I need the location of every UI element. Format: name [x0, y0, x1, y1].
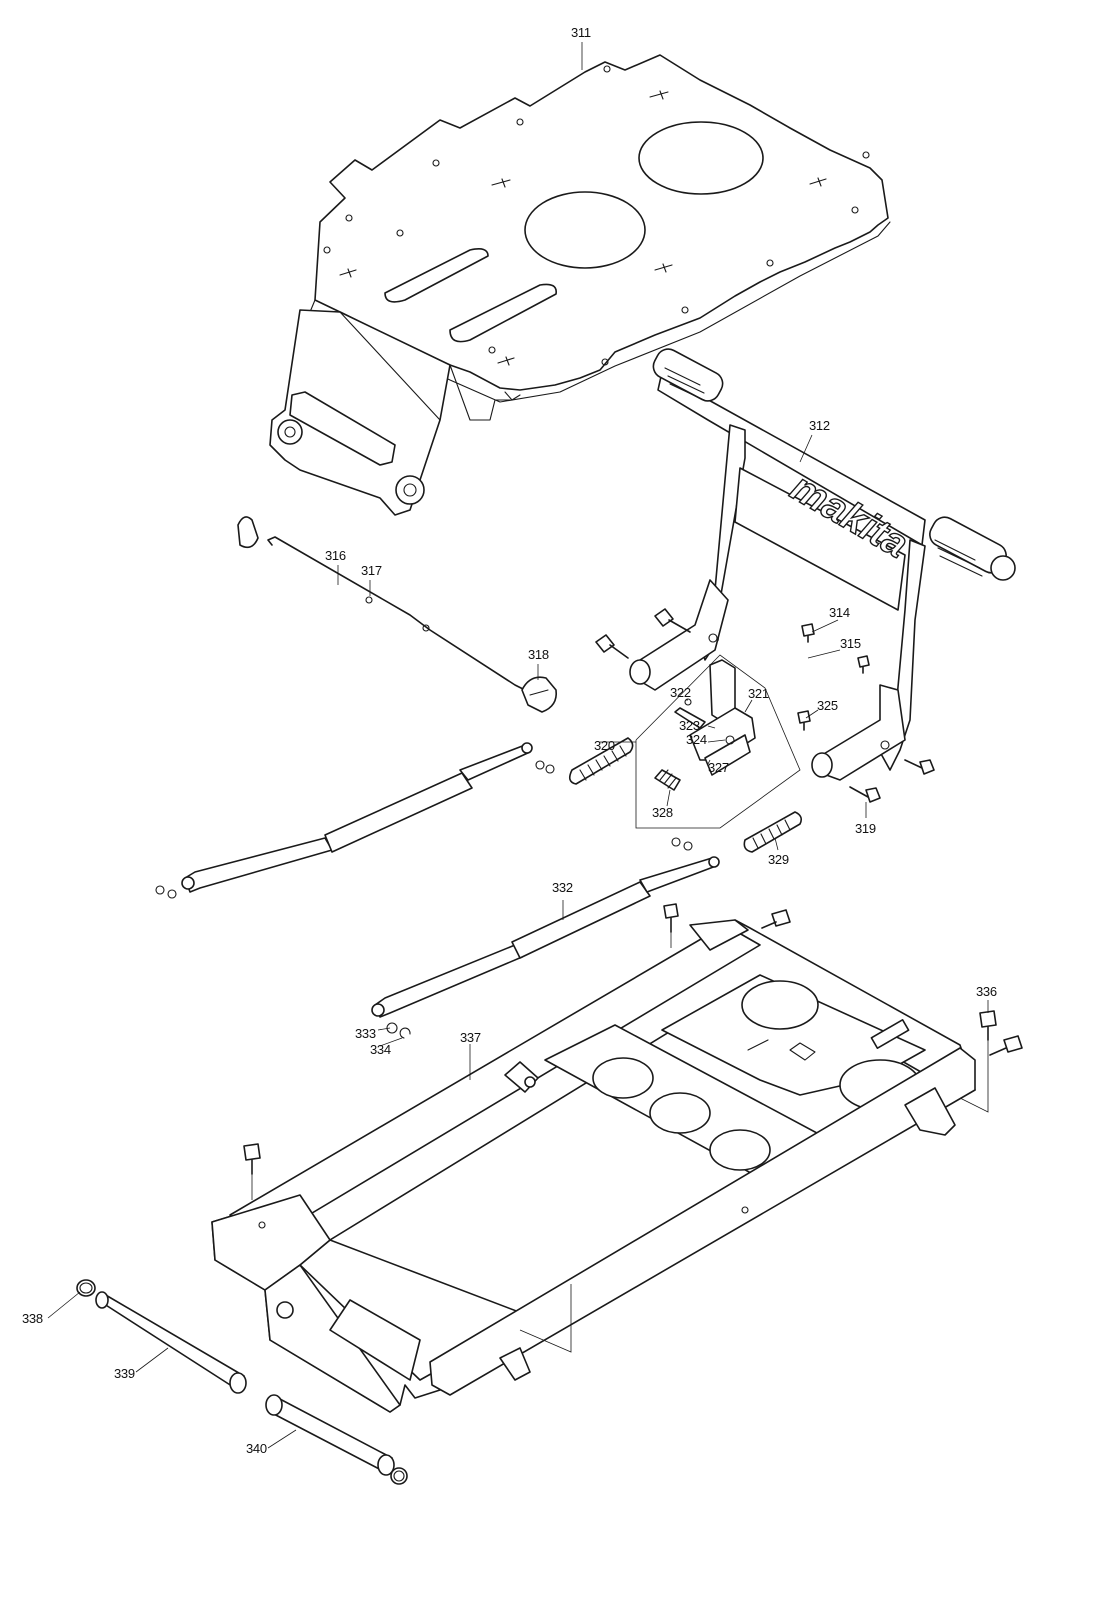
callout-340: 340	[246, 1441, 267, 1456]
part-334-eclip	[399, 1027, 411, 1039]
part-320-latch-assembly	[635, 654, 801, 829]
callout-314: 314	[829, 605, 850, 620]
callout-317: 317	[361, 563, 382, 578]
callout-327: 327	[708, 760, 729, 775]
callout-337: 337	[460, 1030, 481, 1045]
part-340-pipe	[265, 1394, 395, 1476]
bolt-325	[797, 710, 811, 731]
callout-336: 336	[976, 984, 997, 999]
callout-312: 312	[809, 418, 830, 433]
callout-318: 318	[528, 647, 549, 662]
callout-labels: 311 312 314 315 316 317 318 319 320 321 …	[22, 25, 997, 1456]
callout-320: 320	[594, 738, 615, 753]
callout-334: 334	[370, 1042, 391, 1057]
leader-lines	[47, 42, 989, 1449]
bolt-frame-b	[761, 909, 791, 929]
callout-329: 329	[768, 852, 789, 867]
bolt-319a	[904, 759, 935, 775]
part-312-handle: makita	[629, 348, 1016, 781]
callout-333: 333	[355, 1026, 376, 1041]
part-320-spring-pad	[568, 737, 634, 785]
part-317-ring	[365, 596, 373, 604]
part-339-pipe	[95, 1291, 247, 1394]
callout-328: 328	[652, 805, 673, 820]
callout-332: 332	[552, 880, 573, 895]
callout-321: 321	[748, 686, 769, 701]
part-311-top-plate	[269, 54, 891, 516]
part-340-ring	[390, 1467, 408, 1485]
callout-323: 323	[679, 718, 700, 733]
bolt-frame-d	[243, 1143, 261, 1175]
callout-325: 325	[817, 698, 838, 713]
part-316-rod	[237, 516, 526, 691]
callout-311: 311	[571, 25, 591, 40]
callout-319: 319	[855, 821, 876, 836]
part-333-washer	[386, 1022, 398, 1034]
bolt-314	[801, 623, 815, 643]
callout-315: 315	[840, 636, 861, 651]
part-329-spring-pad	[743, 811, 802, 853]
gas-strut-upper	[155, 742, 555, 899]
callout-338: 338	[22, 1311, 43, 1326]
bolt-frame-a	[663, 903, 679, 933]
bolt-312a	[595, 634, 629, 659]
callout-339: 339	[114, 1366, 135, 1381]
part-318-clip	[521, 676, 558, 713]
callout-324: 324	[686, 732, 707, 747]
part-332-gas-strut	[371, 837, 720, 1018]
part-337-base-frame	[211, 919, 976, 1413]
bolt-336	[979, 1010, 997, 1041]
part-338-ring	[76, 1279, 96, 1297]
bolt-319b	[849, 786, 881, 803]
callout-322: 322	[670, 685, 691, 700]
bolt-312b	[654, 608, 691, 633]
callout-316: 316	[325, 548, 346, 563]
bolt-315	[857, 655, 870, 674]
bolt-frame-c	[989, 1035, 1023, 1056]
